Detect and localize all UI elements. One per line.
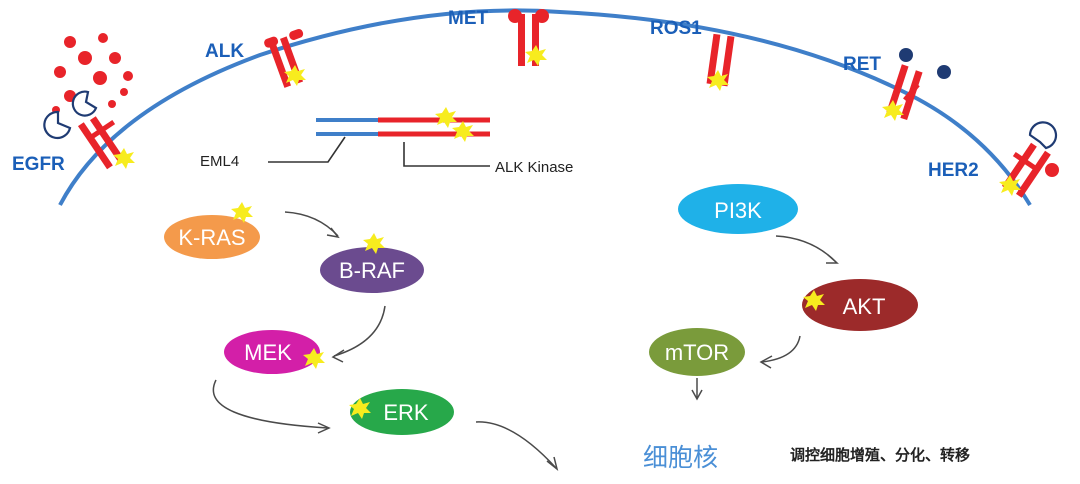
kras-mutation-icon bbox=[231, 202, 253, 223]
braf-node: B-RAF bbox=[320, 233, 424, 293]
alk-mutation-icon bbox=[284, 65, 306, 86]
kras-ellipse bbox=[164, 215, 260, 259]
ros1-mutation-icon bbox=[707, 70, 729, 91]
arrow-erk-nucleus bbox=[475, 421, 557, 469]
eml4-alk-fusion: EML4 ALK Kinase bbox=[200, 107, 573, 176]
mtor-ellipse bbox=[649, 328, 745, 376]
alk-kinase-label: ALK Kinase bbox=[495, 159, 573, 176]
ros1-receptor bbox=[706, 33, 735, 87]
alk-kinase-leader-line bbox=[403, 142, 490, 167]
mek-node: MEK bbox=[224, 330, 325, 374]
mek-mutation-icon bbox=[303, 348, 325, 369]
arrow-akt-mtor bbox=[761, 335, 801, 363]
braf-mutation-icon bbox=[363, 233, 385, 254]
akt-mutation-icon bbox=[803, 290, 825, 311]
erk-node: ERK bbox=[349, 389, 454, 435]
kras-node: K-RAS bbox=[164, 202, 260, 259]
egfr-receptor bbox=[77, 116, 125, 170]
her2-mutation-icon bbox=[999, 175, 1021, 196]
alk-label: ALK bbox=[205, 41, 244, 62]
mtor-label: mTOR bbox=[665, 340, 729, 365]
her2-ligands bbox=[1045, 163, 1059, 177]
akt-ellipse bbox=[802, 279, 918, 331]
akt-node: AKT bbox=[802, 279, 918, 331]
met-mutation-icon bbox=[525, 45, 547, 66]
ret-mutation-icon bbox=[882, 100, 904, 121]
pi3k-label: PI3K bbox=[714, 198, 762, 223]
arrow-braf-mek bbox=[333, 305, 386, 357]
fusion-mutation-icon bbox=[435, 107, 457, 128]
mapk-arrows bbox=[212, 211, 559, 471]
erk-ellipse bbox=[350, 389, 454, 435]
cell-membrane bbox=[58, 8, 1032, 207]
nucleus-label: 细胞核 bbox=[643, 443, 718, 472]
fusion-mutation-icon-2 bbox=[452, 121, 474, 142]
arrow-kras-braf bbox=[284, 211, 339, 237]
mek-label: MEK bbox=[244, 340, 292, 365]
ret-ligands bbox=[899, 48, 951, 79]
erk-mutation-icon bbox=[349, 398, 371, 419]
met-label: MET bbox=[448, 8, 489, 29]
pi3k-arrows bbox=[691, 235, 839, 401]
pi3k-node: PI3K bbox=[678, 184, 798, 234]
pi3k-ellipse bbox=[678, 184, 798, 234]
her2-label: HER2 bbox=[928, 160, 979, 181]
arrow-mek-erk bbox=[212, 379, 329, 429]
egfr-mutation-icon bbox=[113, 148, 135, 169]
arrow-pi3k-akt bbox=[775, 235, 837, 263]
eml4-leader-line bbox=[268, 136, 346, 163]
met-receptor bbox=[508, 9, 549, 66]
ret-label: RET bbox=[843, 54, 881, 75]
nucleus-function-label: 调控细胞增殖、分化、转移 bbox=[790, 446, 970, 464]
akt-label: AKT bbox=[843, 294, 886, 319]
braf-ellipse bbox=[320, 247, 424, 293]
egfr-ligands bbox=[52, 33, 133, 114]
mtor-node: mTOR bbox=[649, 328, 745, 376]
mek-ellipse bbox=[224, 330, 320, 374]
her2-pacman-icon bbox=[1028, 121, 1058, 150]
ros1-label: ROS1 bbox=[650, 18, 702, 39]
erk-label: ERK bbox=[383, 400, 429, 425]
kras-label: K-RAS bbox=[178, 225, 245, 250]
egfr-label: EGFR bbox=[12, 154, 65, 175]
braf-label: B-RAF bbox=[339, 258, 405, 283]
eml4-label: EML4 bbox=[200, 153, 239, 170]
egfr-pacman-icon bbox=[43, 90, 98, 140]
